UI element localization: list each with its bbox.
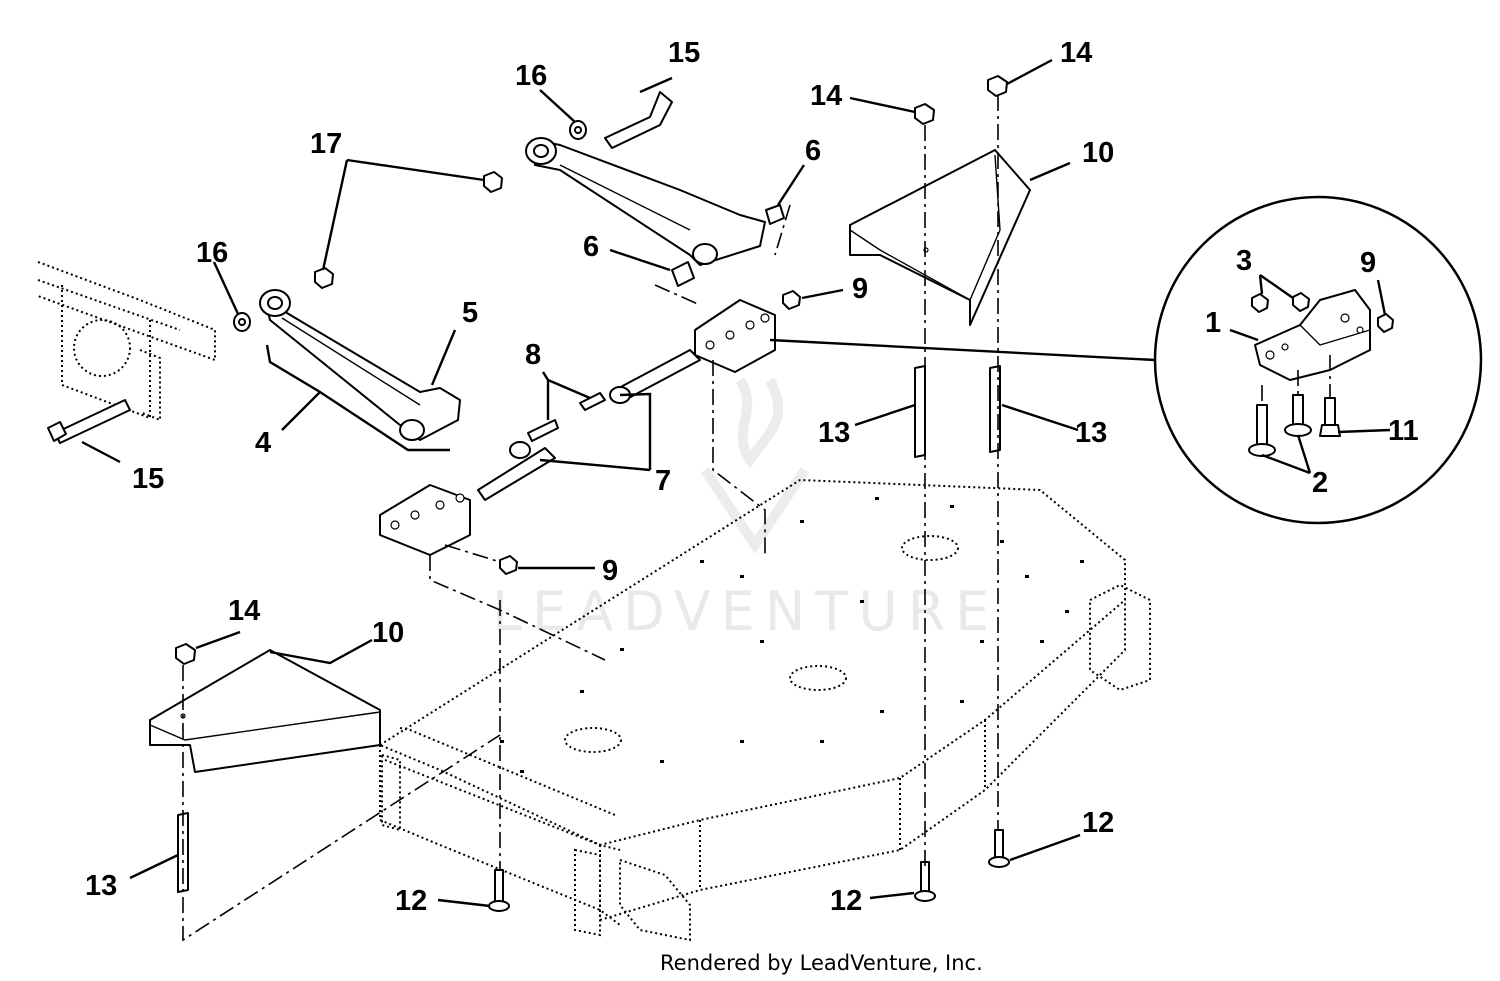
callout-10: 10: [372, 617, 404, 649]
hanger-bracket-front: [379, 484, 471, 556]
callout-17: 17: [310, 128, 342, 160]
callout-12: 12: [1082, 807, 1114, 839]
callout-2: 2: [1312, 467, 1328, 499]
callout-13: 13: [85, 870, 117, 902]
callout-16: 16: [196, 237, 228, 269]
callout-8: 8: [525, 339, 541, 371]
callout-12: 12: [395, 885, 427, 917]
detail-inset: [1153, 195, 1483, 525]
tractor-frame: [37, 261, 216, 422]
callout-3: 3: [1236, 245, 1252, 277]
callout-1: 1: [1205, 307, 1221, 339]
callout-15: 15: [668, 37, 700, 69]
callout-15: 15: [132, 463, 164, 495]
callout-9: 9: [852, 273, 868, 305]
lift-arm-upper: [525, 137, 766, 266]
callout-6: 6: [805, 135, 821, 167]
callout-13: 13: [1075, 417, 1107, 449]
callout-9: 9: [602, 555, 618, 587]
callout-5: 5: [462, 297, 478, 329]
center-lines: [182, 95, 999, 942]
lift-arm-left: [259, 289, 461, 441]
callout-14: 14: [228, 595, 260, 627]
pin-front: [477, 441, 556, 501]
spacers: [671, 204, 785, 287]
leader-lines: [81, 58, 1391, 908]
mower-deck: [377, 478, 1151, 942]
deck-cover-front: [149, 649, 381, 773]
callout-labels: 15 16 17 16 5 4 15 6 6 9 8 7 9 14 14 10 …: [85, 37, 1419, 917]
small-hardware: [47, 75, 1008, 665]
bolts-12: [488, 829, 1010, 912]
callout-10: 10: [1082, 137, 1114, 169]
deck-cover-rear: [849, 149, 1031, 326]
callout-11: 11: [1388, 415, 1419, 447]
callout-6: 6: [583, 231, 599, 263]
hanger-bracket-rear: [694, 299, 776, 373]
callout-13: 13: [818, 417, 850, 449]
watermark-logo: [700, 377, 810, 555]
callout-16: 16: [515, 60, 547, 92]
deck-holes: [500, 497, 1084, 773]
callout-7: 7: [655, 465, 671, 497]
callout-14: 14: [810, 80, 842, 112]
callout-4: 4: [255, 427, 271, 459]
standoff-posts: [177, 365, 1001, 893]
watermark: LEADVENTURE: [492, 580, 999, 643]
callout-12: 12: [830, 885, 862, 917]
callout-9: 9: [1360, 247, 1376, 279]
callout-14: 14: [1060, 37, 1092, 69]
render-credit: Rendered by LeadVenture, Inc.: [660, 951, 983, 975]
